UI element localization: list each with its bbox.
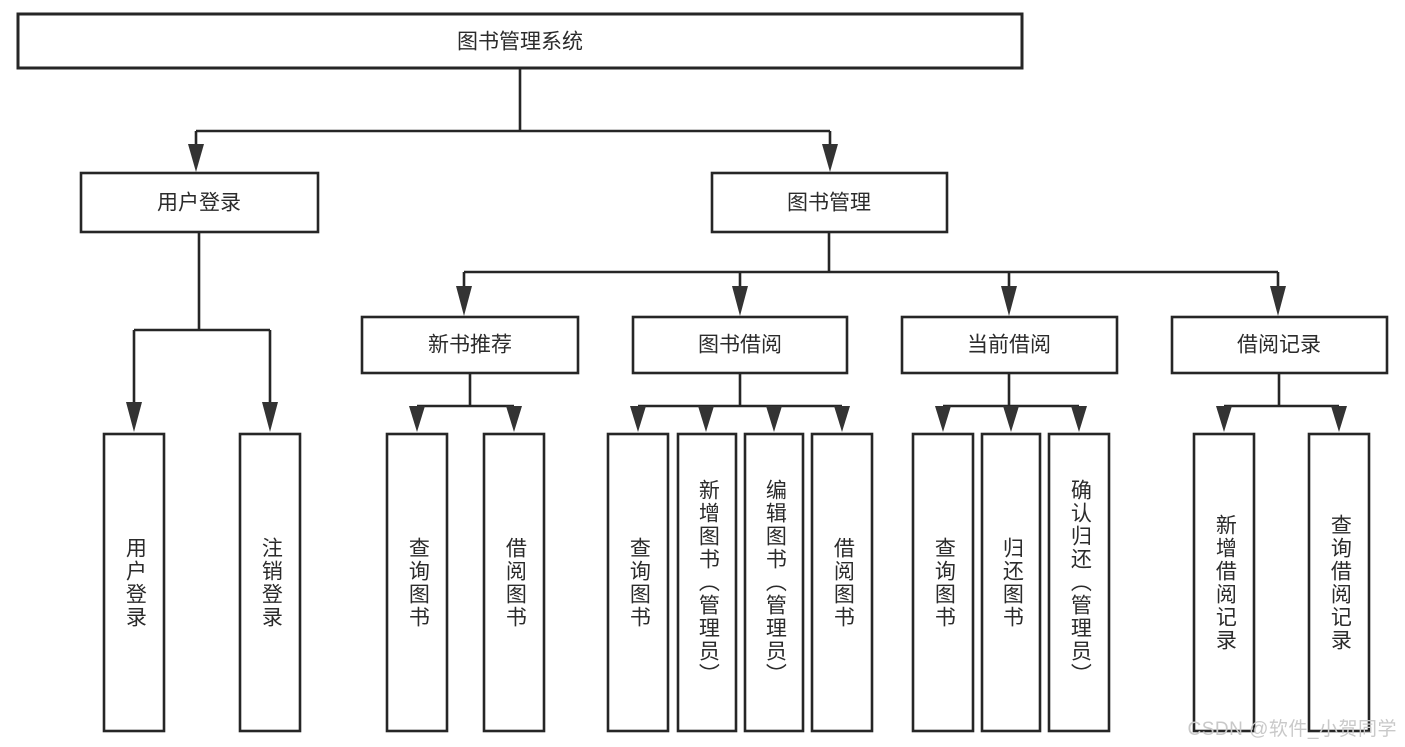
node-book-management-label: 图书管理 bbox=[787, 192, 871, 215]
node-user-login-label: 用户登录 bbox=[157, 192, 241, 215]
node-root[interactable]: 图书管理系统 bbox=[16, 12, 1024, 70]
node-current-borrow-box[interactable] bbox=[900, 315, 1119, 375]
arrow-borrow-record-leaf-0 bbox=[1216, 406, 1232, 432]
leaf-box-book-borrow-2[interactable] bbox=[743, 432, 805, 733]
arrow-current-borrow-leaf-2 bbox=[1071, 406, 1087, 432]
arrow-level3-2 bbox=[1001, 286, 1017, 316]
leaf-box-user-login-1[interactable] bbox=[238, 432, 302, 733]
leaf-box-new-book-0[interactable] bbox=[385, 432, 449, 733]
node-root-label: 图书管理系统 bbox=[457, 31, 583, 54]
leaf-box-new-book-1[interactable] bbox=[482, 432, 546, 733]
node-user-login[interactable]: 用户登录 bbox=[79, 171, 320, 234]
node-book-management-box[interactable] bbox=[710, 171, 949, 234]
node-current-borrow[interactable]: 当前借阅 bbox=[900, 315, 1119, 375]
node-new-book-recommend[interactable]: 新书推荐 bbox=[360, 315, 580, 375]
node-borrow-record-label: 借阅记录 bbox=[1237, 334, 1321, 357]
leaf-box-user-login-0[interactable] bbox=[102, 432, 166, 733]
leaf-box-borrow-record-1[interactable] bbox=[1307, 432, 1371, 733]
arrow-book-borrow-leaf-0 bbox=[630, 406, 646, 432]
node-book-borrow-label: 图书借阅 bbox=[698, 334, 782, 357]
arrow-book-borrow-leaf-3 bbox=[834, 406, 850, 432]
leaf-box-current-borrow-1[interactable] bbox=[980, 432, 1042, 733]
leaf-box-book-borrow-3[interactable] bbox=[810, 432, 874, 733]
arrow-current-borrow-leaf-1 bbox=[1003, 406, 1019, 432]
leaf-box-current-borrow-0[interactable] bbox=[911, 432, 975, 733]
arrow-book-borrow-leaf-1 bbox=[698, 406, 714, 432]
arrow-level3-0 bbox=[456, 286, 472, 316]
node-new-book-recommend-label: 新书推荐 bbox=[428, 334, 512, 357]
arrow-book-borrow-leaf-2 bbox=[766, 406, 782, 432]
node-book-management[interactable]: 图书管理 bbox=[710, 171, 949, 234]
arrow-user-login-leaf-1 bbox=[262, 402, 278, 432]
arrow-new-book-leaf-1 bbox=[506, 406, 522, 432]
arrow-level2-0 bbox=[188, 144, 204, 172]
arrow-new-book-leaf-0 bbox=[409, 406, 425, 432]
arrow-user-login-leaf-0 bbox=[126, 402, 142, 432]
watermark-text: CSDN @软件_小贺同学 bbox=[1187, 719, 1397, 740]
node-borrow-record[interactable]: 借阅记录 bbox=[1170, 315, 1389, 375]
arrow-borrow-record-leaf-1 bbox=[1331, 406, 1347, 432]
leaf-box-book-borrow-0[interactable] bbox=[606, 432, 670, 733]
arrow-level2-1 bbox=[822, 144, 838, 172]
node-book-borrow[interactable]: 图书借阅 bbox=[631, 315, 849, 375]
node-new-book-recommend-box[interactable] bbox=[360, 315, 580, 375]
arrow-level3-1 bbox=[732, 286, 748, 316]
node-borrow-record-box[interactable] bbox=[1170, 315, 1389, 375]
node-book-borrow-box[interactable] bbox=[631, 315, 849, 375]
arrow-current-borrow-leaf-0 bbox=[935, 406, 951, 432]
node-root-box[interactable] bbox=[16, 12, 1024, 70]
leaf-box-book-borrow-1[interactable] bbox=[676, 432, 738, 733]
arrow-level3-3 bbox=[1270, 286, 1286, 316]
node-current-borrow-label: 当前借阅 bbox=[967, 334, 1051, 357]
leaf-box-current-borrow-2[interactable] bbox=[1047, 432, 1111, 733]
leaf-box-borrow-record-0[interactable] bbox=[1192, 432, 1256, 733]
